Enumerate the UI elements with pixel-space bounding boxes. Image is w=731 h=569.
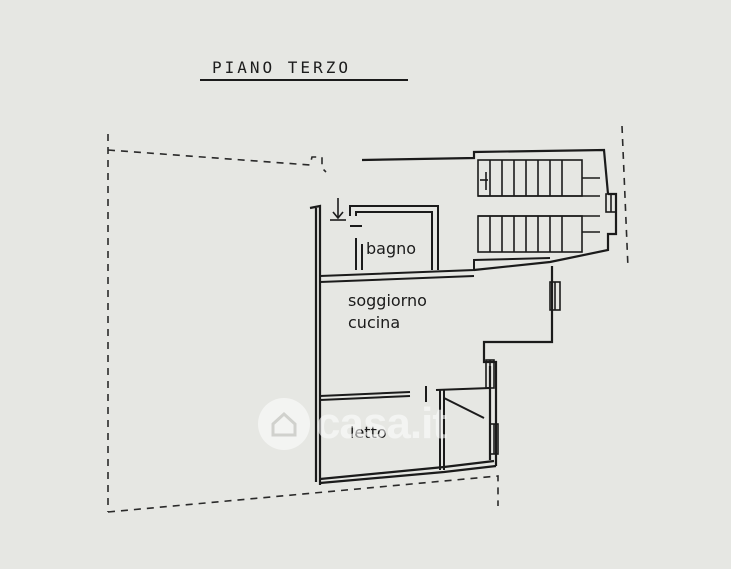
interior-walls	[319, 257, 551, 470]
house-icon	[258, 398, 310, 450]
room-label-soggiorno: soggiorno	[348, 291, 427, 310]
watermark-text: casa.it	[316, 399, 447, 448]
plan-title: PIANO TERZO	[212, 58, 351, 77]
entrance-arrow-icon	[330, 198, 346, 221]
bathroom-walls	[349, 205, 439, 270]
room-label-bagno: bagno	[366, 239, 416, 258]
staircase	[477, 159, 600, 253]
windows	[485, 193, 617, 455]
watermark: casa.it	[258, 398, 447, 450]
room-label-cucina: cucina	[348, 313, 400, 332]
room-label-letto: letto	[350, 423, 387, 442]
property-boundary	[107, 125, 629, 513]
